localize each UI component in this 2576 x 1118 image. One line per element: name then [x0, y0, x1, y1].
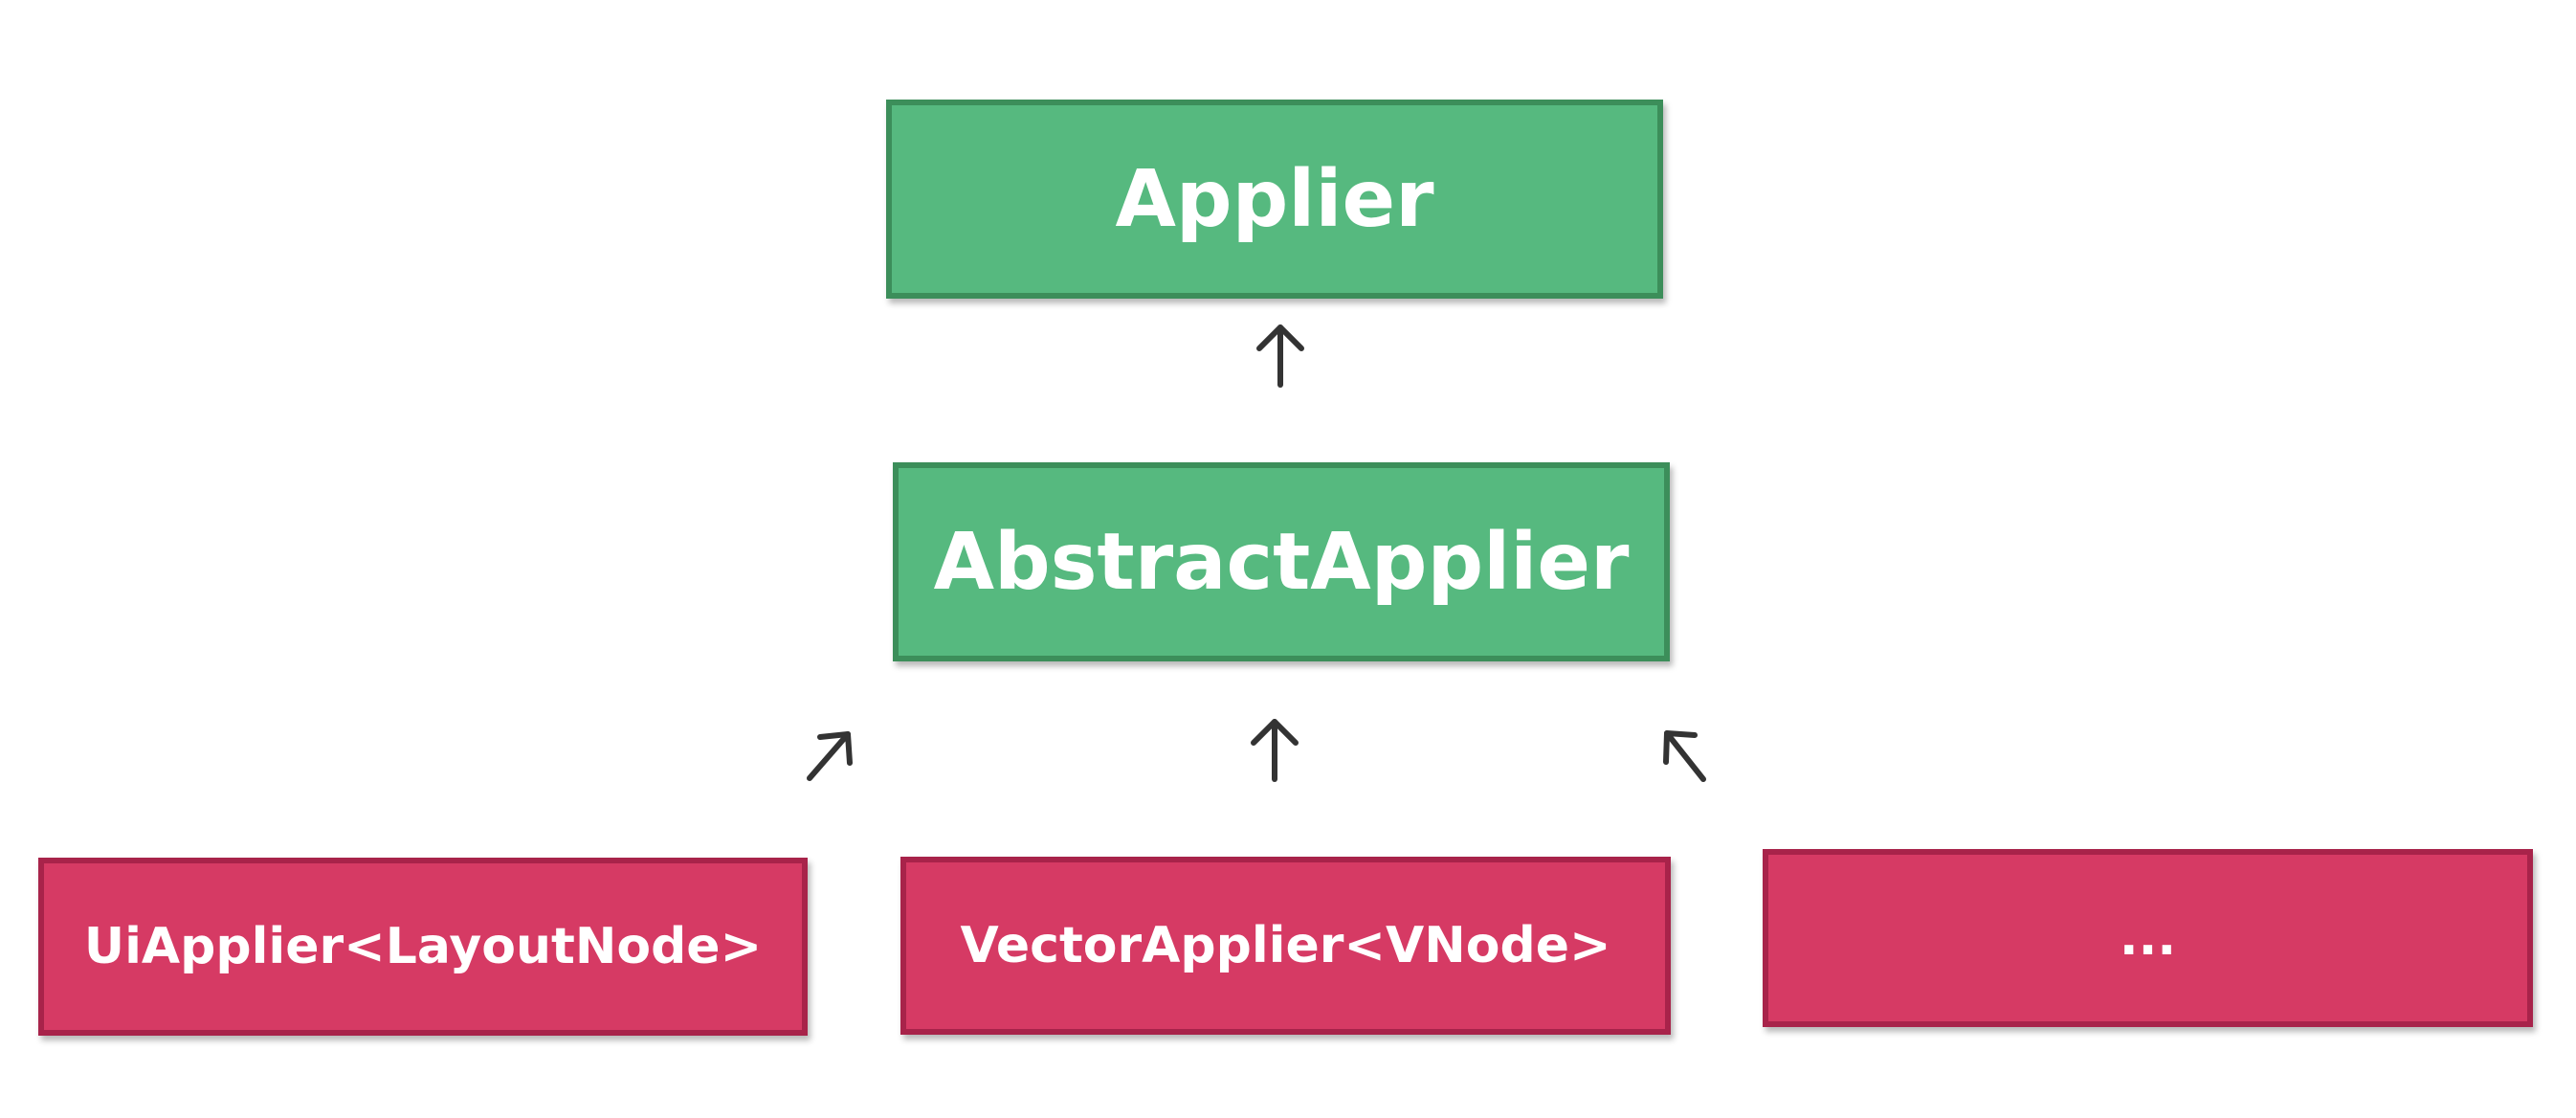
node-vector-applier-label: VectorApplier<VNode>: [960, 917, 1611, 974]
node-abstract-applier-label: AbstractApplier: [933, 516, 1630, 608]
node-vector-applier: VectorApplier<VNode>: [900, 857, 1671, 1035]
node-ui-applier: UiApplier<LayoutNode>: [38, 858, 808, 1036]
node-more-label: ...: [2119, 909, 2177, 967]
arrow-more-to-abstract: [1663, 730, 1706, 782]
node-abstract-applier: AbstractApplier: [893, 462, 1670, 661]
node-more: ...: [1763, 849, 2533, 1027]
node-applier: Applier: [886, 100, 1663, 299]
node-ui-applier-label: UiApplier<LayoutNode>: [83, 918, 763, 975]
arrow-vector-to-abstract: [1251, 719, 1299, 782]
node-applier-label: Applier: [1115, 153, 1434, 245]
arrow-abstract-to-applier: [1256, 324, 1304, 388]
arrow-ui-to-abstract: [807, 731, 853, 781]
